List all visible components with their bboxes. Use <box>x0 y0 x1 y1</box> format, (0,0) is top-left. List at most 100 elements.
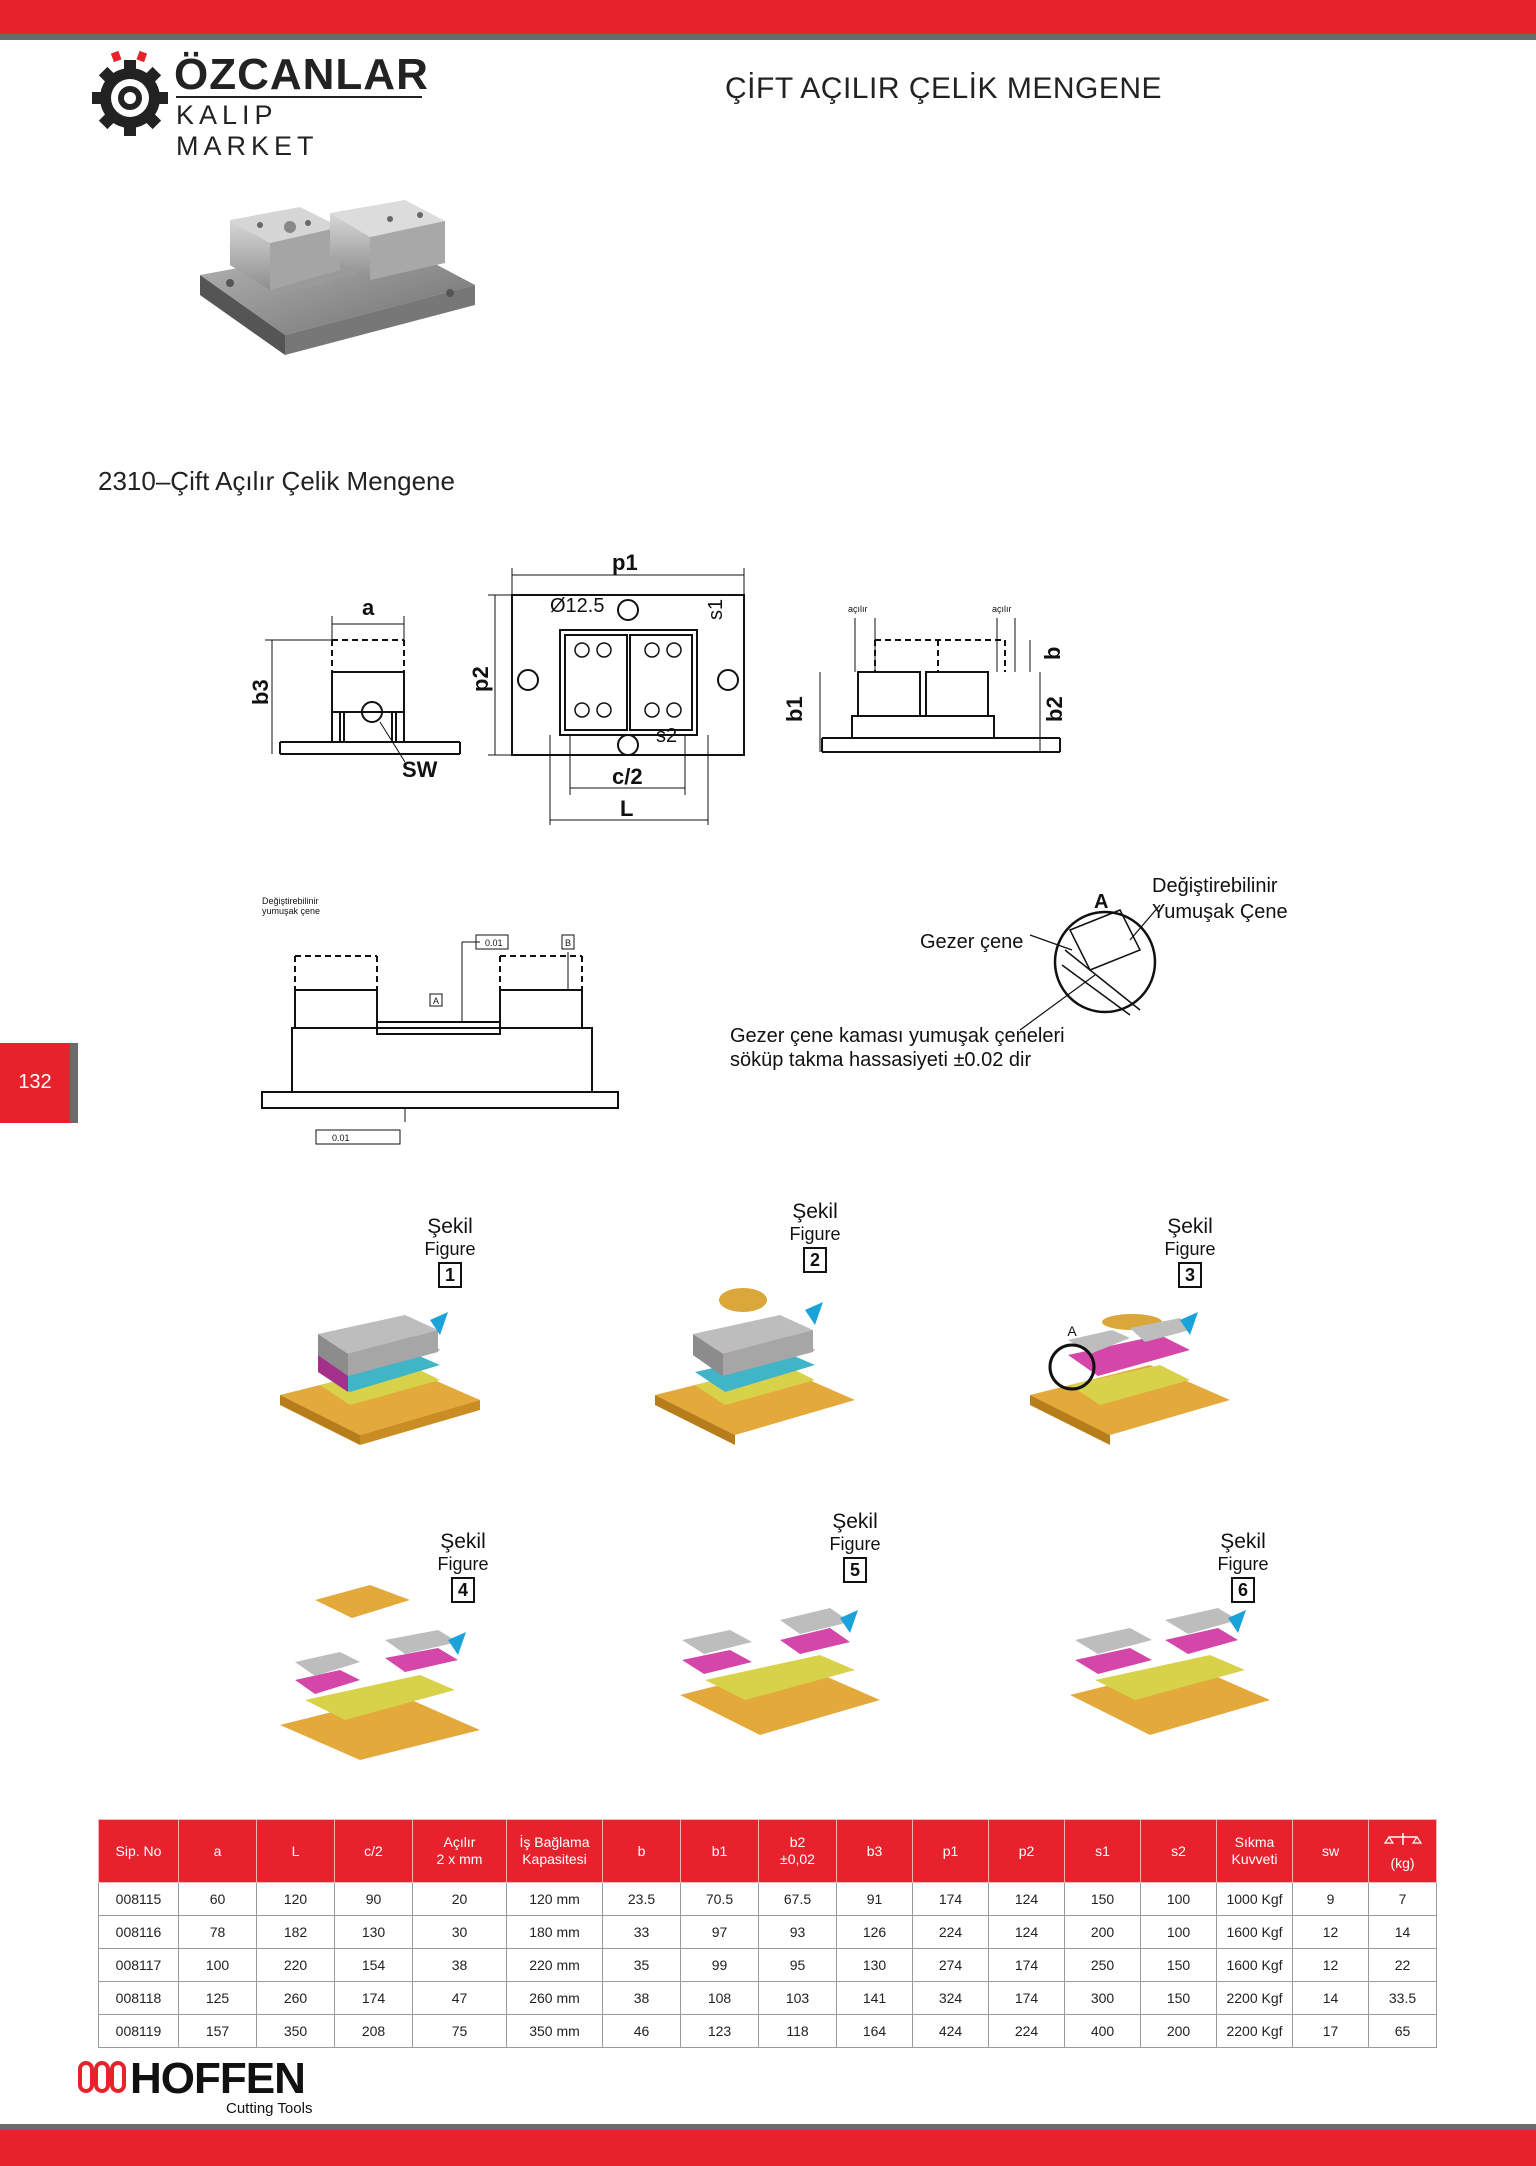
table-cell: 118 <box>758 2014 837 2048</box>
figure-3-illustration <box>1030 1312 1230 1445</box>
table-cell: 150 <box>1140 1981 1217 2015</box>
table-cell: 008118 <box>98 1981 179 2015</box>
dim-label-acilir-left: açılır <box>848 604 868 614</box>
table-cell: 126 <box>836 1915 913 1949</box>
table-cell: 97 <box>680 1915 759 1949</box>
table-cell: 250 <box>1064 1948 1141 1982</box>
label-yumusak-cene-small: yumuşak çene <box>262 906 320 916</box>
table-cell: 30 <box>412 1915 507 1949</box>
section-title: 2310–Çift Açılır Çelik Mengene <box>98 466 455 496</box>
document-title: ÇİFT AÇILIR ÇELİK MENGENE <box>725 72 1163 105</box>
scale-icon <box>1383 1832 1422 1845</box>
col-acilir: Açılır 2 x mm <box>412 1819 507 1883</box>
dim-label-p2: p2 <box>468 666 493 692</box>
col-sw: sw <box>1292 1819 1369 1883</box>
table-cell: 78 <box>178 1915 257 1949</box>
figure-3-label: Şekil Figure 3 <box>1140 1215 1240 1288</box>
table-cell: 103 <box>758 1981 837 2015</box>
table-cell: 157 <box>178 2014 257 2048</box>
table-cell: 260 <box>256 1981 335 2015</box>
label-degistirilebilir-small: Değiştirebilinir <box>262 896 319 906</box>
top-grey-line <box>0 34 1536 40</box>
dim-label-l: L <box>620 796 633 821</box>
table-cell: 65 <box>1368 2014 1437 2048</box>
table-cell: 200 <box>1064 1915 1141 1949</box>
label-gezer-cene: Gezer çene <box>920 931 1023 953</box>
table-cell: 174 <box>988 1948 1065 1982</box>
table-cell: 120 <box>256 1882 335 1916</box>
gear-logo-icon <box>92 50 168 136</box>
table-cell: 130 <box>836 1948 913 1982</box>
col-p1: p1 <box>912 1819 989 1883</box>
figure-6-number: 6 <box>1231 1577 1255 1603</box>
table-cell: 123 <box>680 2014 759 2048</box>
table-cell: 154 <box>334 1948 413 1982</box>
col-c2: c/2 <box>334 1819 413 1883</box>
table-cell: 008117 <box>98 1948 179 1982</box>
table-cell: 108 <box>680 1981 759 2015</box>
figure-4-number: 4 <box>451 1577 475 1603</box>
page-number-tab-edge <box>70 1043 78 1123</box>
table-cell: 174 <box>912 1882 989 1916</box>
dim-label-sw: SW <box>402 757 438 782</box>
figure-2-number: 2 <box>803 1247 827 1273</box>
table-cell: 174 <box>988 1981 1065 2015</box>
detail-a-drawing: A Değiştirebilinir Yumuşak Çene Gezer çe… <box>730 875 1288 1070</box>
table-cell: 14 <box>1292 1981 1369 2015</box>
dim-label-b1: b1 <box>782 696 807 722</box>
figure-3-marker: A <box>1067 1323 1077 1339</box>
table-cell: 260 mm <box>506 1981 603 2015</box>
table-cell: 124 <box>988 1915 1065 1949</box>
tolerance-top: 0.01 <box>485 938 503 948</box>
figure-6-label: Şekil Figure 6 <box>1193 1530 1293 1603</box>
col-weight: (kg) <box>1368 1819 1437 1883</box>
table-cell: 2200 Kgf <box>1216 2014 1293 2048</box>
table-cell: 100 <box>1140 1882 1217 1916</box>
table-cell: 141 <box>836 1981 913 2015</box>
brand-name: ÖZCANLAR <box>174 50 429 99</box>
dim-label-c2: c/2 <box>612 764 643 789</box>
table-cell: 200 <box>1140 2014 1217 2048</box>
col-b: b <box>602 1819 681 1883</box>
col-b2: b2 ±0,02 <box>758 1819 837 1883</box>
table-cell: 38 <box>412 1948 507 1982</box>
table-header-row: Sip. No a L c/2 Açılır 2 x mm İş Bağlama… <box>98 1819 1437 1883</box>
dim-label-a: a <box>362 595 375 620</box>
table-cell: 14 <box>1368 1915 1437 1949</box>
table-cell: 180 mm <box>506 1915 603 1949</box>
table-cell: 90 <box>334 1882 413 1916</box>
table-cell: 2200 Kgf <box>1216 1981 1293 2015</box>
figure-5-illustration <box>680 1608 880 1735</box>
table-cell: 182 <box>256 1915 335 1949</box>
table-cell: 008116 <box>98 1915 179 1949</box>
table-cell: 33 <box>602 1915 681 1949</box>
table-cell: 12 <box>1292 1915 1369 1949</box>
hoffen-mark-icon <box>78 2061 126 2093</box>
figure-6-illustration <box>1070 1608 1270 1735</box>
table-cell: 130 <box>334 1915 413 1949</box>
table-cell: 38 <box>602 1981 681 2015</box>
note-line-1: Gezer çene kaması yumuşak çeneleri <box>730 1025 1065 1047</box>
table-cell: 150 <box>1064 1882 1141 1916</box>
note-line-2: söküp takma hassasiyeti ±0.02 dir <box>730 1049 1031 1070</box>
product-photo-vise <box>200 200 475 355</box>
col-is-baglama: İş Bağlama Kapasitesi <box>506 1819 603 1883</box>
bottom-grey-line <box>0 2124 1536 2130</box>
table-cell: 33.5 <box>1368 1981 1437 2015</box>
table-cell: 91 <box>836 1882 913 1916</box>
dim-label-hole: Ø12.5 <box>550 595 604 617</box>
table-cell: 220 <box>256 1948 335 1982</box>
datum-b-label: B <box>565 938 571 948</box>
top-red-bar <box>0 0 1536 34</box>
table-cell: 35 <box>602 1948 681 1982</box>
page-number-tab: 132 <box>0 1043 78 1123</box>
table-cell: 100 <box>178 1948 257 1982</box>
table-cell: 20 <box>412 1882 507 1916</box>
col-p2: p2 <box>988 1819 1065 1883</box>
bottom-red-bar <box>0 2130 1536 2166</box>
table-cell: 93 <box>758 1915 837 1949</box>
table-cell: 75 <box>412 2014 507 2048</box>
